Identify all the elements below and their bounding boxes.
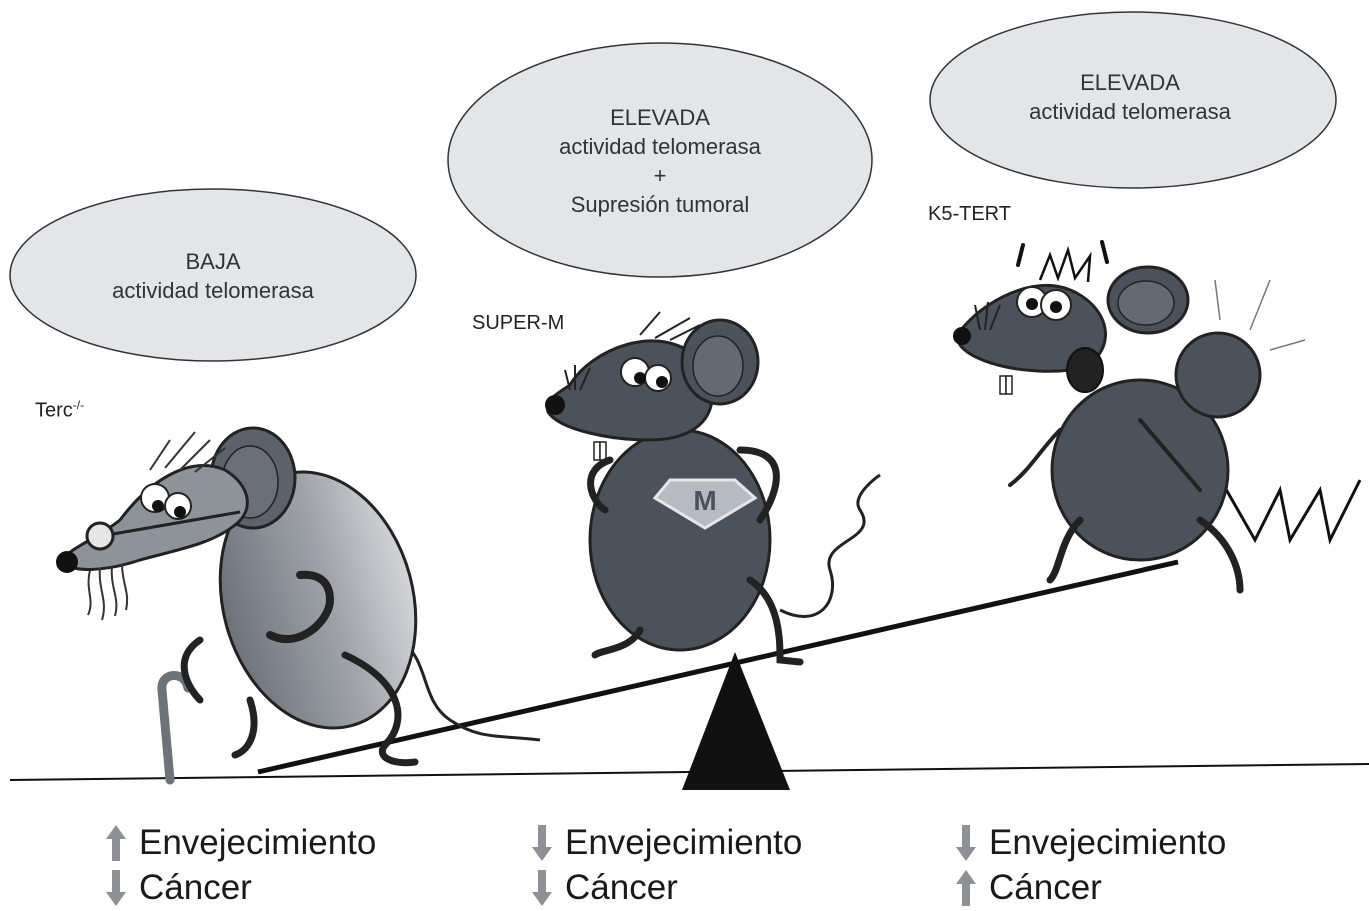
arrow-up-icon xyxy=(956,869,976,906)
effect-aging: Envejecimiento xyxy=(531,820,802,865)
bubble-high-activity-label: actividad telomerasa xyxy=(1029,99,1231,124)
bubble-high-text: ELEVADA actividad telomerasa xyxy=(930,68,1330,126)
bubble-super-text: ELEVADA actividad telomerasa + Supresión… xyxy=(455,103,865,219)
seesaw-fulcrum xyxy=(682,652,790,790)
label-super-m: SUPER-M xyxy=(472,312,565,334)
bubble-super-level: ELEVADA xyxy=(610,105,710,130)
effect-cancer-label: Cáncer xyxy=(565,868,678,907)
arrow-down-icon xyxy=(106,869,126,906)
super-mouse: M xyxy=(545,311,881,666)
arrow-down-icon xyxy=(532,869,552,906)
bubble-low-text: BAJA actividad telomerasa xyxy=(13,247,413,305)
old-mouse xyxy=(56,426,541,785)
effects-super: Envejecimiento Cáncer xyxy=(531,820,802,910)
bubble-low-activity-label: actividad telomerasa xyxy=(112,278,314,303)
super-emblem-letter: M xyxy=(693,485,716,516)
bubble-high-activity xyxy=(929,11,1337,189)
bubble-super-plus: + xyxy=(653,163,667,188)
effect-cancer: Cáncer xyxy=(531,865,802,910)
seesaw-plank xyxy=(257,559,1179,775)
label-terc-superscript: -/- xyxy=(72,398,85,412)
bubble-super-activity-label: actividad telomerasa xyxy=(559,134,761,159)
effect-cancer: Cáncer xyxy=(955,865,1226,910)
effect-cancer-label: Cáncer xyxy=(139,868,252,907)
effects-k5: Envejecimiento Cáncer xyxy=(955,820,1226,910)
effect-aging: Envejecimiento xyxy=(955,820,1226,865)
bubble-low-activity xyxy=(9,188,417,362)
k5-mouse xyxy=(953,240,1362,594)
effect-aging-label: Envejecimiento xyxy=(989,823,1227,862)
arrow-down-icon xyxy=(532,824,552,861)
arrow-down-icon xyxy=(956,824,976,861)
effect-aging: Envejecimiento xyxy=(105,820,376,865)
effect-aging-label: Envejecimiento xyxy=(565,823,803,862)
bubble-high-level: ELEVADA xyxy=(1080,70,1180,95)
bubble-super-activity xyxy=(447,42,873,278)
label-terc-name: Terc xyxy=(35,399,73,422)
effect-cancer-label: Cáncer xyxy=(989,868,1102,907)
label-k5-tert: K5-TERT xyxy=(928,203,1011,225)
bubble-super-extra: Supresión tumoral xyxy=(570,192,750,217)
effect-aging-label: Envejecimiento xyxy=(139,823,377,862)
effects-terc: Envejecimiento Cáncer xyxy=(105,820,376,910)
bubble-low-level: BAJA xyxy=(185,249,241,274)
arrow-up-icon xyxy=(106,824,126,861)
cane xyxy=(157,671,193,785)
super-emblem xyxy=(652,478,758,530)
effect-cancer: Cáncer xyxy=(105,865,376,910)
label-terc: Terc-/- xyxy=(35,398,84,423)
